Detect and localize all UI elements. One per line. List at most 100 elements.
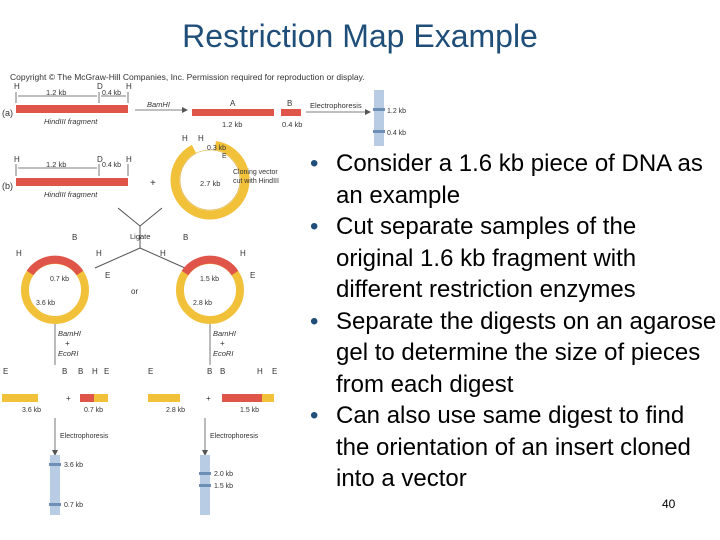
electrophoresis-label-a: Electrophoresis [310,101,362,110]
fragment-b-label: B [287,99,292,108]
plus-b: + [150,178,156,189]
page-number: 40 [662,497,676,511]
site-h-b2: H [126,155,132,164]
electrophoresis-label-left: Electrophoresis [60,433,109,440]
len-1-2kb-b: 1.2 kb [46,160,66,169]
gel-lane-left [50,455,60,515]
len-0-7kb-lin1: 0.7 kb [84,407,103,414]
site-b-pl2: B [183,233,188,242]
bullet-item: • Can also use same digest to find the or… [306,400,720,495]
ecori-label-right: EcoRI [213,349,233,358]
digest-left-insert [80,394,94,402]
gel-band-0-4kb: 0.4 kb [387,130,406,137]
len-2-8kb-pl2: 2.8 kb [193,300,212,307]
ligate-label: Ligate [130,232,150,241]
site-e-pl2: E [250,271,255,280]
site-h-lin2: H [257,367,263,376]
site-e-lin2b: E [272,367,277,376]
electrophoresis-label-right: Electrophoresis [210,433,259,440]
gel-right-1-5kb: 1.5 kb [214,483,233,490]
digest-right-insert [222,394,262,402]
len-1-5kb-lin2: 1.5 kb [240,407,259,414]
len-1-2kb-frag-a: 1.2 kb [222,120,242,129]
site-h-vec1: H [182,134,188,143]
len-2-7kb: 2.7 kb [200,179,220,188]
gel-left-3-6kb: 3.6 kb [64,462,83,469]
site-e-lin2: E [148,367,153,376]
plus-lin1: + [66,394,71,403]
len-1-5kb-pl2: 1.5 kb [200,276,219,283]
digest-left-vector [2,394,38,402]
site-b-lin2: B [207,367,212,376]
site-h-a1: H [14,82,20,91]
gel-left-0-7kb: 0.7 kb [64,502,83,509]
fragment-a-bar [192,109,274,116]
cloning-vector-circle [170,140,250,220]
site-h-lin1: H [92,367,98,376]
copyright-notice: Copyright © The McGraw-Hill Companies, I… [10,72,365,82]
site-e-lin1: E [3,367,8,376]
len-0-4kb-a: 0.4 kb [102,90,121,97]
len-0-4kb-b: 0.4 kb [102,162,121,169]
len-0-3kb: 0.3 kb [207,145,226,152]
bullet-dot: • [310,213,319,240]
len-3-6kb-lin1: 3.6 kb [22,407,41,414]
bullet-item: • Consider a 1.6 kb piece of DNA as an ex… [306,148,720,211]
plus-lin2: + [206,394,211,403]
site-b-lin1: B [62,367,67,376]
fragment-a-label: A [230,99,236,108]
restriction-map-figure: (a) H D H 1.2 kb 0.4 kb HindIII fragment… [2,82,406,515]
ecori-label-left: EcoRI [58,349,78,358]
bullet-item: • Cut separate samples of the original 1.… [306,211,720,306]
site-h-vec2: H [198,134,204,143]
hindiii-fragment-label-a: HindIII fragment [44,117,98,126]
len-0-7kb-pl1: 0.7 kb [50,276,69,283]
panel-a-label: (a) [2,108,13,118]
slide-title: Restriction Map Example [182,18,538,54]
cloning-vector-label: Cloning vector [233,169,278,176]
site-b-lin1b: B [78,367,83,376]
gel-lane-a [374,90,384,146]
site-d-b1: D [97,155,103,164]
bullet-dot: • [310,307,319,335]
bullet-text: Separate the digests on an agarose gel t… [336,307,717,398]
bullet-dot: • [310,150,319,177]
bullet-list: • Consider a 1.6 kb piece of DNA as an ex… [306,148,720,495]
bullet-text: Can also use same digest to find the ori… [336,402,691,492]
hindiii-fragment-label-b: HindIII fragment [44,190,98,199]
plus-right: + [220,339,225,348]
site-d-a1: D [97,82,103,91]
hindiii-fragment-bar-a [16,105,128,113]
site-h-a2: H [126,82,132,91]
bamhi-label-left: BamHI [58,329,81,338]
bullet-dot: • [310,402,319,429]
site-h-pl2b: H [240,249,246,258]
len-3-6kb-pl1: 3.6 kb [36,300,55,307]
gel-right-2-0kb: 2.0 kb [214,471,233,478]
site-h-pl1: H [16,249,22,258]
site-e-vec: E [222,153,227,160]
bullet-item: • Separate the digests on an agarose gel … [306,306,720,401]
site-b-pl1: B [72,233,77,242]
len-2-8kb-lin2: 2.8 kb [166,407,185,414]
or-label: or [131,287,138,296]
bullet-text: Consider a 1.6 kb piece of DNA as an exa… [336,150,703,209]
len-0-4kb-frag-b: 0.4 kb [282,120,302,129]
site-h-pl2: H [160,249,166,258]
site-e-lin1b: E [104,367,109,376]
bamhi-label-right: BamHI [213,329,236,338]
panel-b-label: (b) [2,181,13,191]
plus-left: + [65,339,70,348]
site-e-pl1: E [105,271,110,280]
len-1-2kb-a: 1.2 kb [46,88,66,97]
site-h-pl1b: H [96,249,102,258]
cut-with-hindiii-label: cut with HindIII [233,178,279,185]
hindiii-fragment-bar-b [16,178,128,186]
fragment-b-bar [281,109,301,116]
gel-band-1-2kb: 1.2 kb [387,108,406,115]
bullet-text: Cut separate samples of the original 1.6… [336,213,637,303]
bamhi-label-a: BamHI [147,100,170,109]
digest-right-vector [148,394,180,402]
site-b-lin2b: B [220,367,225,376]
site-h-b1: H [14,155,20,164]
